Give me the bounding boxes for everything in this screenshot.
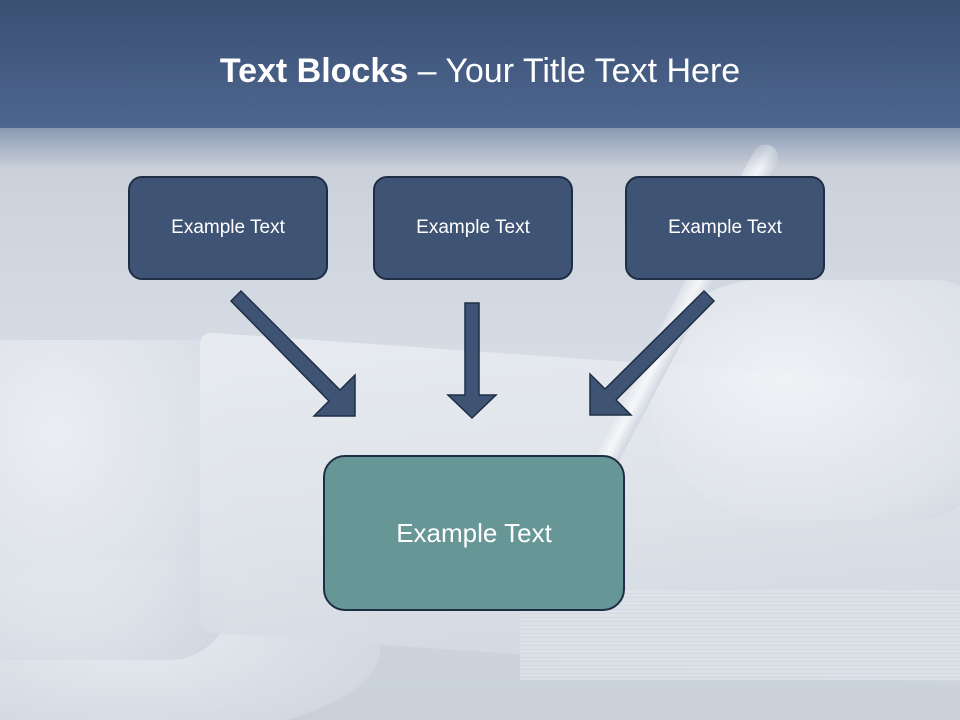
title-bold: Text Blocks [219, 52, 409, 90]
cup-shape [0, 340, 230, 660]
title-bar [0, 0, 960, 128]
text-block-right: Example Text [625, 176, 825, 280]
hand-shape [650, 280, 960, 520]
text-block-left-label: Example Text [171, 217, 285, 238]
title-bar-fade [0, 128, 960, 168]
arrow-left [229, 289, 356, 417]
text-block-left: Example Text [128, 176, 328, 280]
text-block-bottom: Example Text [323, 455, 625, 611]
title-rest: – Your Title Text Here [408, 52, 741, 90]
arrow-right [589, 289, 716, 416]
text-block-middle: Example Text [373, 176, 573, 280]
slide-title: Text Blocks – Your Title Text Here [0, 52, 960, 91]
text-block-right-label: Example Text [668, 217, 782, 238]
text-block-bottom-label: Example Text [396, 517, 552, 548]
text-block-middle-label: Example Text [416, 217, 530, 238]
arrow-middle [446, 302, 498, 420]
